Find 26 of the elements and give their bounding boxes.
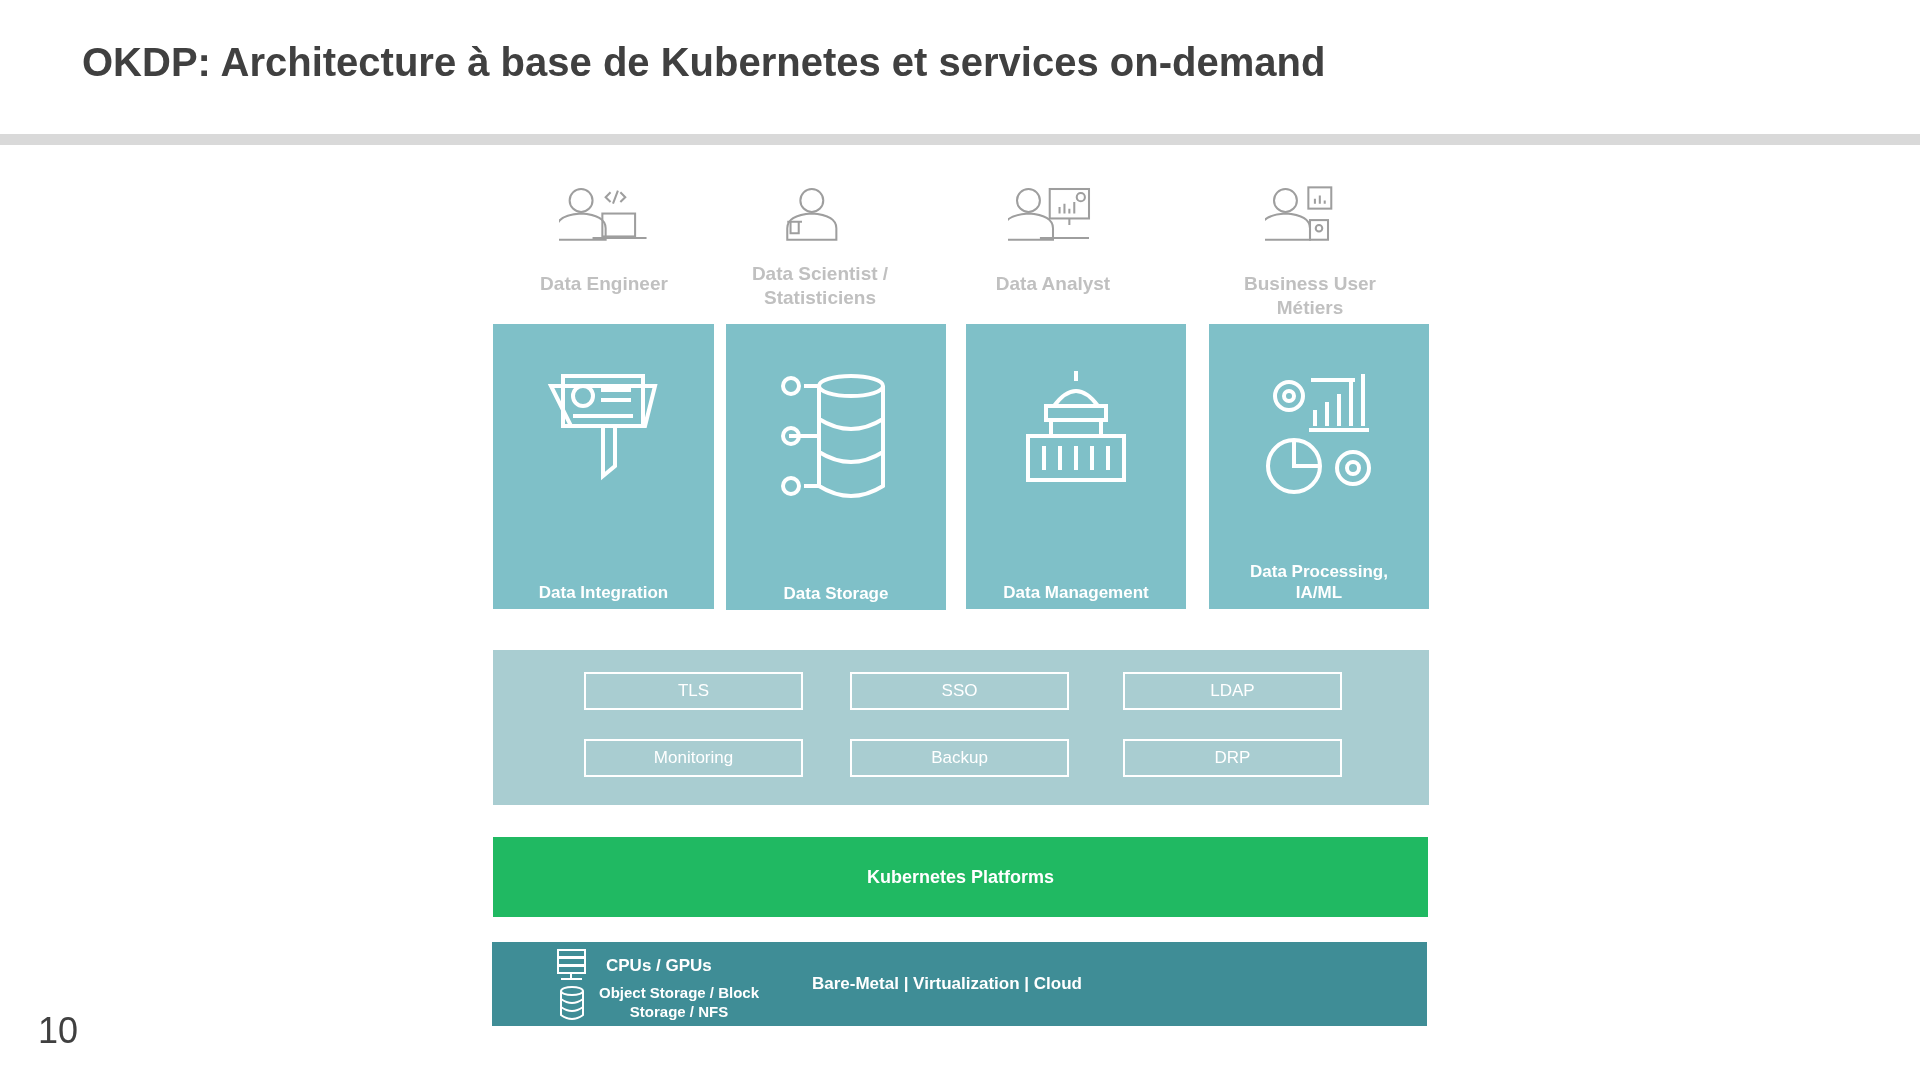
service-tag: TLS <box>584 672 803 710</box>
card-label: Data Processing, IA/ML <box>1249 561 1389 603</box>
service-tag: SSO <box>850 672 1069 710</box>
card-label: Data Integration <box>537 582 670 603</box>
service-card <box>493 324 714 609</box>
card-label: Data Storage <box>782 583 890 604</box>
role-label: Data Scientist / Statisticiens <box>750 262 890 310</box>
service-tag: Monitoring <box>584 739 803 777</box>
service-card <box>1209 324 1429 609</box>
platform-bar: Kubernetes Platforms <box>493 837 1428 917</box>
service-card <box>966 324 1186 609</box>
infrastructure-bar <box>492 942 1427 1026</box>
service-tag: Backup <box>850 739 1069 777</box>
card-label: Data Management <box>1002 582 1150 603</box>
role-label: Data Analyst <box>994 272 1112 296</box>
service-tag: LDAP <box>1123 672 1342 710</box>
service-card <box>726 324 946 610</box>
role-label: Business User Métiers <box>1243 272 1377 320</box>
service-tag: DRP <box>1123 739 1342 777</box>
infrastructure-label: Bare-Metal | Virtualization | Cloud <box>812 974 1082 993</box>
slide-title: OKDP: Architecture à base de Kubernetes et services on-demand <box>82 40 1326 85</box>
role-label: Data Engineer <box>539 272 669 296</box>
infrastructure-label: Object Storage / Block Storage / NFS <box>597 983 760 1021</box>
infrastructure-label: CPUs / GPUs <box>606 956 712 975</box>
page-number: 10 <box>38 1010 79 1052</box>
security-panel <box>493 650 1429 805</box>
